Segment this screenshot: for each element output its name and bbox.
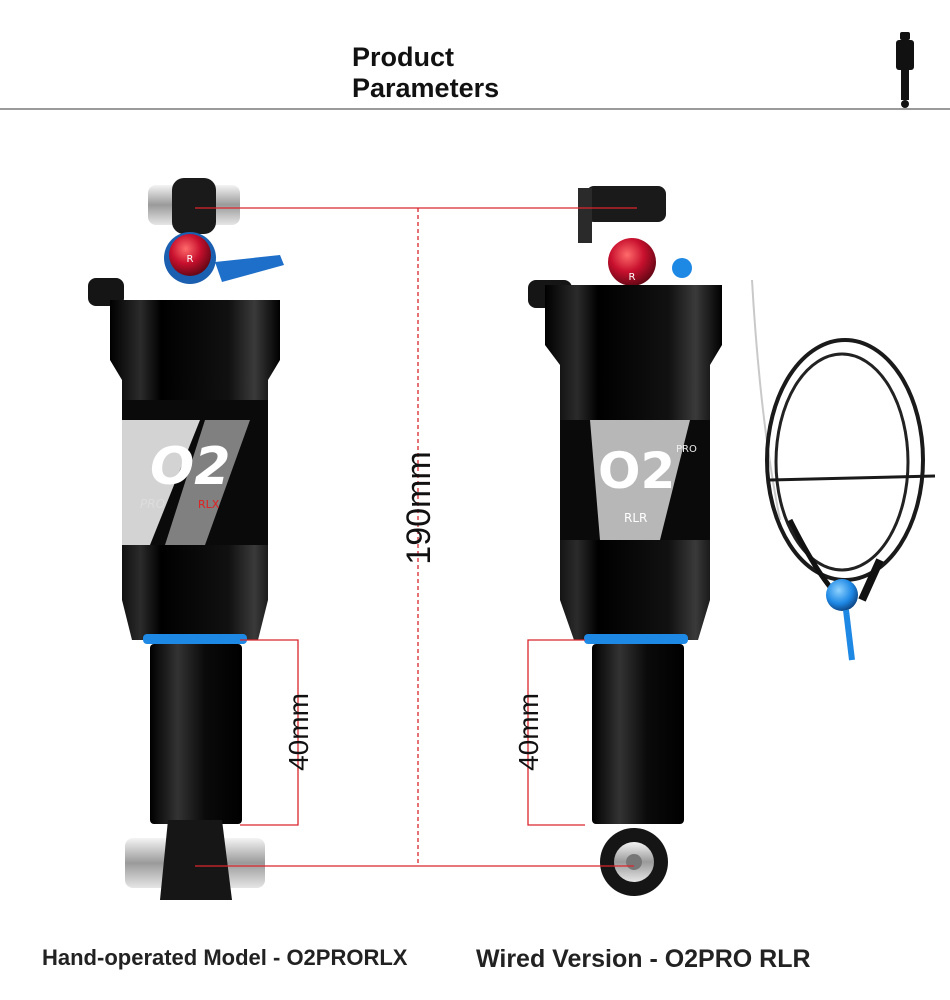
right-body-sub-top: PRO — [676, 444, 697, 455]
right-shock-illustration: R O2 PRO RLR — [528, 186, 722, 896]
title-line-2: Parameters — [352, 73, 500, 103]
left-stroke-label: 40mm — [283, 693, 314, 771]
left-product-caption: Hand-operated Model - O2PRORLX — [42, 945, 408, 970]
shock-absorber-icon — [896, 32, 914, 108]
svg-text:R: R — [629, 272, 636, 283]
dimension-lines — [195, 207, 637, 867]
title-line-1: Product — [352, 42, 455, 72]
left-shock-illustration: R O2 PRO RLX — [88, 178, 284, 900]
right-product-caption: Wired Version - O2PRO RLR — [476, 945, 811, 973]
svg-text:R: R — [187, 254, 194, 265]
page-title: Product Parameters — [352, 42, 499, 104]
remote-cable-illustration — [751, 279, 936, 661]
right-body-sub-bottom: RLR — [624, 511, 647, 525]
header-divider — [0, 108, 950, 110]
left-body-sub-left: PRO — [140, 497, 165, 511]
right-stroke-label: 40mm — [513, 693, 544, 771]
left-body-sub-right: RLX — [198, 498, 220, 511]
right-body-branding: O2 — [598, 442, 675, 500]
overall-length-label: 190mm — [400, 451, 438, 564]
left-body-branding: O2 — [150, 437, 230, 497]
